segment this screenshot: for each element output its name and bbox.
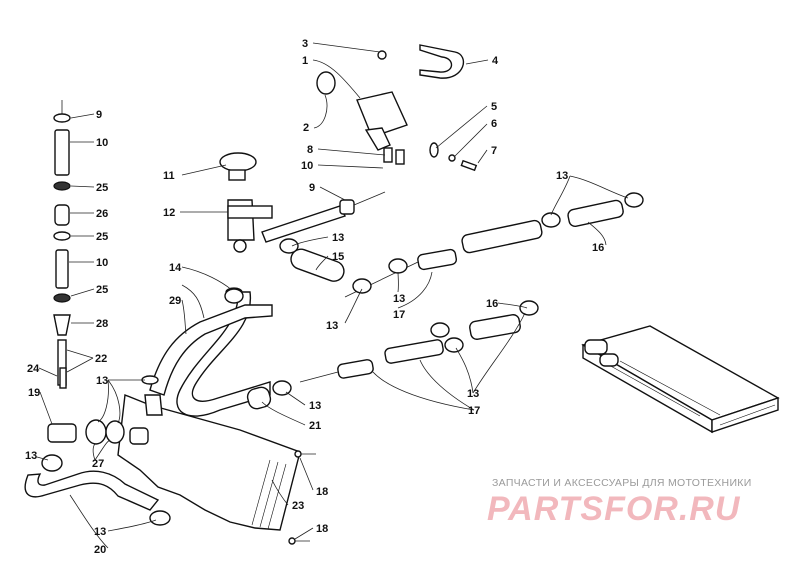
bolts bbox=[288, 450, 316, 545]
bracket-assembly bbox=[316, 44, 478, 172]
overflow-hose bbox=[261, 191, 386, 243]
filler-neck bbox=[219, 152, 273, 297]
callout-16-top: 16 bbox=[592, 242, 604, 254]
pipes-upper bbox=[290, 199, 624, 298]
callout-13-f: 13 bbox=[94, 526, 106, 538]
callout-10: 10 bbox=[301, 160, 313, 172]
callout-13-d: 13 bbox=[467, 388, 479, 400]
callout-2: 2 bbox=[303, 122, 309, 134]
side-panel bbox=[117, 394, 301, 531]
callout-25-b: 25 bbox=[96, 231, 108, 243]
watermark-logo: PARTSFOR.RU bbox=[487, 490, 741, 528]
lower-hose bbox=[24, 454, 171, 526]
callout-1: 1 bbox=[302, 55, 308, 67]
callout-12: 12 bbox=[163, 207, 175, 219]
callout-21: 21 bbox=[309, 420, 321, 432]
callout-7: 7 bbox=[491, 145, 497, 157]
callout-18-a: 18 bbox=[316, 486, 328, 498]
callout-19: 19 bbox=[28, 387, 40, 399]
callout-27: 27 bbox=[92, 458, 104, 470]
callout-23: 23 bbox=[292, 500, 304, 512]
callout-3: 3 bbox=[302, 38, 308, 50]
callout-10-left: 10 bbox=[96, 137, 108, 149]
leader-lines bbox=[36, 42, 629, 549]
callout-numbers: 3 1 4 5 6 2 7 8 10 9 11 12 13 16 13 15 1… bbox=[25, 38, 604, 556]
callout-8: 8 bbox=[307, 144, 313, 156]
callout-20: 20 bbox=[94, 544, 106, 556]
callout-17-b: 17 bbox=[468, 405, 480, 417]
callout-13-bl: 13 bbox=[25, 450, 37, 462]
callout-26: 26 bbox=[96, 208, 108, 220]
left-stack bbox=[47, 100, 163, 445]
callout-25-a: 25 bbox=[96, 182, 108, 194]
callout-14: 14 bbox=[169, 262, 182, 274]
watermark-tagline: ЗАПЧАСТИ И АКСЕССУАРЫ ДЛЯ МОТОТЕХНИКИ bbox=[492, 477, 752, 489]
main-hose bbox=[149, 291, 273, 417]
callout-9: 9 bbox=[309, 182, 315, 194]
callout-28: 28 bbox=[96, 318, 108, 330]
callout-13-b: 13 bbox=[326, 320, 338, 332]
callout-11: 11 bbox=[163, 170, 175, 182]
callout-16-mid: 16 bbox=[486, 298, 498, 310]
callout-6: 6 bbox=[491, 118, 497, 130]
callout-13-top: 13 bbox=[556, 170, 568, 182]
callout-18-b: 18 bbox=[316, 523, 328, 535]
callout-13-a: 13 bbox=[332, 232, 344, 244]
callout-4: 4 bbox=[492, 55, 499, 67]
callout-24: 24 bbox=[27, 363, 40, 375]
callout-22: 22 bbox=[95, 353, 107, 365]
callout-5: 5 bbox=[491, 101, 497, 113]
callout-15: 15 bbox=[332, 251, 344, 263]
callout-9-left: 9 bbox=[96, 109, 102, 121]
callout-13-left: 13 bbox=[96, 375, 108, 387]
callout-10-left-2: 10 bbox=[96, 257, 108, 269]
callout-29: 29 bbox=[169, 295, 181, 307]
heat-exchanger bbox=[581, 325, 780, 434]
callout-13-c: 13 bbox=[393, 293, 405, 305]
callout-17-a: 17 bbox=[393, 309, 405, 321]
clamps bbox=[224, 192, 644, 396]
callout-13-e: 13 bbox=[309, 400, 321, 412]
callout-25-c: 25 bbox=[96, 284, 108, 296]
pipes-lower bbox=[246, 314, 521, 410]
